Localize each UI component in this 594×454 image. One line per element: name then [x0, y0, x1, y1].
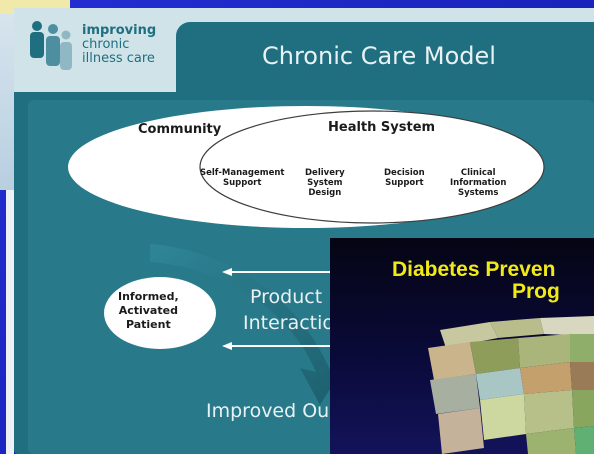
- component-line: Self-Management: [200, 168, 285, 178]
- component-line: Decision: [384, 168, 425, 178]
- decision-support-label: Decision Support: [384, 168, 425, 188]
- patient-line: Informed,: [118, 290, 179, 303]
- icic-logo: improving chronic illness care: [20, 14, 170, 84]
- patient-ellipse: [104, 277, 216, 349]
- component-line: System: [307, 178, 343, 188]
- swoosh-arrow: [150, 244, 345, 405]
- component-line: Delivery: [305, 168, 345, 178]
- component-line: Support: [223, 178, 262, 188]
- interaction-arrowhead-bottom: [222, 342, 232, 350]
- component-line: Support: [385, 178, 424, 188]
- us-map-3d-image: [428, 316, 594, 454]
- health-system-ellipse: [199, 110, 545, 224]
- improved-outcomes-label: Improved Ou: [206, 400, 330, 422]
- component-line: Information: [450, 178, 507, 188]
- people-logo-icon: [30, 21, 72, 70]
- logo-text: improving chronic illness care: [82, 24, 156, 66]
- component-line: Clinical: [460, 168, 496, 178]
- page-title: Chronic Care Model: [262, 42, 496, 70]
- component-line: Design: [308, 188, 342, 198]
- community-label: Community: [138, 122, 222, 137]
- dpp-title-line-2: Prog: [512, 280, 560, 303]
- title-tab: [176, 22, 594, 92]
- component-line: Systems: [457, 188, 499, 198]
- interactions-label: Interactio: [243, 312, 335, 334]
- interaction-arrowhead-top: [222, 268, 232, 276]
- logo-line-3: illness care: [82, 51, 155, 66]
- patient-line: Activated: [118, 304, 178, 317]
- informed-activated-patient-label: Informed, Activated Patient: [118, 290, 179, 332]
- patient-line: Patient: [125, 318, 171, 331]
- self-management-support-label: Self-Management Support: [200, 168, 284, 188]
- dpp-title-line-1: Diabetes Preven: [392, 258, 556, 281]
- health-system-label: Health System: [328, 120, 436, 135]
- background-document-sliver: [0, 0, 18, 190]
- logo-line-2: chronic: [82, 37, 130, 52]
- delivery-system-design-label: Delivery System Design: [305, 168, 345, 198]
- logo-line-1: improving: [82, 23, 157, 38]
- productive-label: Product: [250, 286, 323, 308]
- clinical-information-systems-label: Clinical Information Systems: [450, 168, 506, 198]
- background-frame-edge: [6, 190, 14, 454]
